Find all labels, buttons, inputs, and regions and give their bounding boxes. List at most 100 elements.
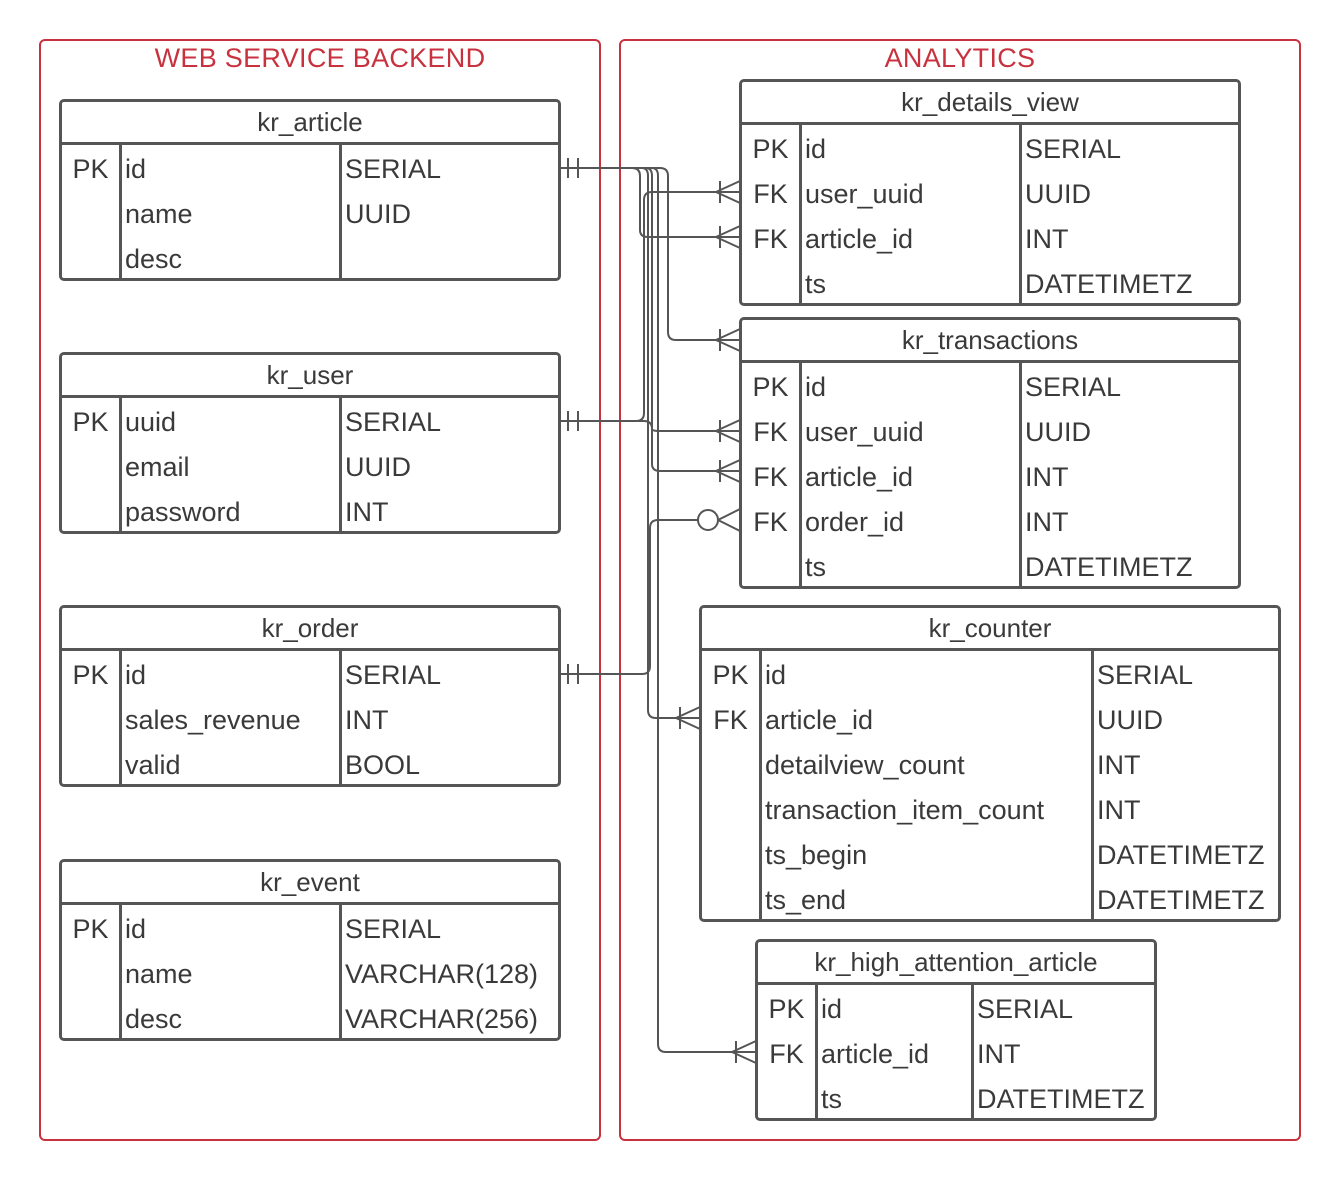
field-key: PK — [768, 994, 805, 1024]
zero-mark-trans-order — [697, 509, 719, 531]
field-name: id — [125, 660, 147, 690]
field-key: PK — [72, 914, 109, 944]
field-type: INT — [977, 1039, 1021, 1069]
field-name: valid — [125, 750, 181, 780]
key-column-divider — [815, 985, 818, 1118]
field-type: UUID — [1025, 417, 1091, 447]
group-analytics: ANALYTICS — [619, 39, 1301, 1141]
field-name: ts — [805, 552, 827, 582]
field-name: id — [805, 134, 827, 164]
field-name: name — [125, 959, 193, 989]
link-article-transactions-top — [560, 167, 740, 341]
key-column-divider — [119, 145, 122, 278]
many-mark-trans-top — [715, 328, 741, 352]
entity-title: kr_details_view — [742, 82, 1238, 125]
many-mark-details-user — [715, 180, 741, 204]
group-web-service-backend: WEB SERVICE BACKEND — [39, 39, 601, 1141]
group-title-backend: WEB SERVICE BACKEND — [154, 43, 486, 73]
field-type: VARCHAR(256) — [345, 1004, 539, 1034]
link-article-transactions — [560, 167, 740, 472]
field-key: FK — [713, 705, 748, 735]
field-key: FK — [753, 179, 788, 209]
entity-body: PK id SERIAL name VARCHAR(128) desc VARCHAR(25… — [62, 905, 558, 1038]
entity-title: kr_high_attention_article — [758, 942, 1154, 985]
field-name: ts — [805, 269, 827, 299]
field-type: DATETIMETZ — [977, 1084, 1145, 1114]
field-type: SERIAL — [977, 994, 1074, 1024]
entity-title: kr_user — [62, 355, 558, 398]
field-type: INT — [1025, 462, 1069, 492]
type-column-divider — [339, 905, 342, 1038]
field-type: SERIAL — [1097, 660, 1194, 690]
field-name: article_id — [805, 224, 914, 254]
field-key: PK — [752, 372, 789, 402]
group-title-analytics: ANALYTICS — [884, 43, 1036, 73]
field-type: INT — [1097, 795, 1141, 825]
field-name: desc — [125, 244, 183, 274]
many-mark-trans-order — [717, 508, 741, 532]
key-column-divider — [119, 398, 122, 531]
field-name: id — [765, 660, 787, 690]
field-type: DATETIMETZ — [1097, 885, 1265, 915]
field-name: order_id — [805, 507, 905, 537]
field-type: VARCHAR(128) — [345, 959, 539, 989]
field-name: ts_end — [765, 885, 847, 915]
field-name: email — [125, 452, 190, 482]
field-key: PK — [712, 660, 749, 690]
field-key: FK — [769, 1039, 804, 1069]
type-column-divider — [339, 651, 342, 784]
key-column-divider — [119, 651, 122, 784]
field-type: SERIAL — [345, 914, 442, 944]
entity-title: kr_counter — [702, 608, 1278, 651]
many-mark-trans-user — [715, 419, 741, 443]
field-name: id — [125, 914, 147, 944]
field-type: UUID — [1097, 705, 1163, 735]
field-key: FK — [753, 417, 788, 447]
field-type: INT — [1097, 750, 1141, 780]
field-type: INT — [345, 497, 389, 527]
field-type: BOOL — [345, 750, 421, 780]
field-name: uuid — [125, 407, 177, 437]
entity-title: kr_article — [62, 102, 558, 145]
type-column-divider — [339, 145, 342, 278]
field-name: desc — [125, 1004, 183, 1034]
many-mark-details-article — [715, 225, 741, 249]
field-name: detailview_count — [765, 750, 965, 780]
type-column-divider — [1091, 651, 1094, 919]
link-article-counter — [560, 167, 700, 719]
key-column-divider — [799, 125, 802, 303]
field-type: INT — [1025, 224, 1069, 254]
field-type: UUID — [345, 452, 411, 482]
field-key: FK — [753, 507, 788, 537]
many-mark-high-attention — [731, 1040, 757, 1064]
field-name: article_id — [765, 705, 874, 735]
field-name: user_uuid — [805, 417, 924, 447]
field-name: ts — [821, 1084, 843, 1114]
link-user-transactions — [560, 420, 740, 432]
field-type: DATETIMETZ — [1097, 840, 1265, 870]
field-key: FK — [753, 224, 788, 254]
field-name: ts_begin — [765, 840, 868, 870]
link-article-details — [560, 167, 740, 238]
key-column-divider — [119, 905, 122, 1038]
field-name: name — [125, 199, 193, 229]
field-type: UUID — [1025, 179, 1091, 209]
link-order-transactions — [560, 519, 698, 675]
key-column-divider — [759, 651, 762, 919]
link-user-details — [560, 191, 740, 422]
many-mark-trans-article — [715, 459, 741, 483]
field-name: article_id — [805, 462, 914, 492]
type-column-divider — [1019, 125, 1022, 303]
field-type: INT — [1025, 507, 1069, 537]
field-name: id — [805, 372, 827, 402]
field-name: article_id — [821, 1039, 930, 1069]
